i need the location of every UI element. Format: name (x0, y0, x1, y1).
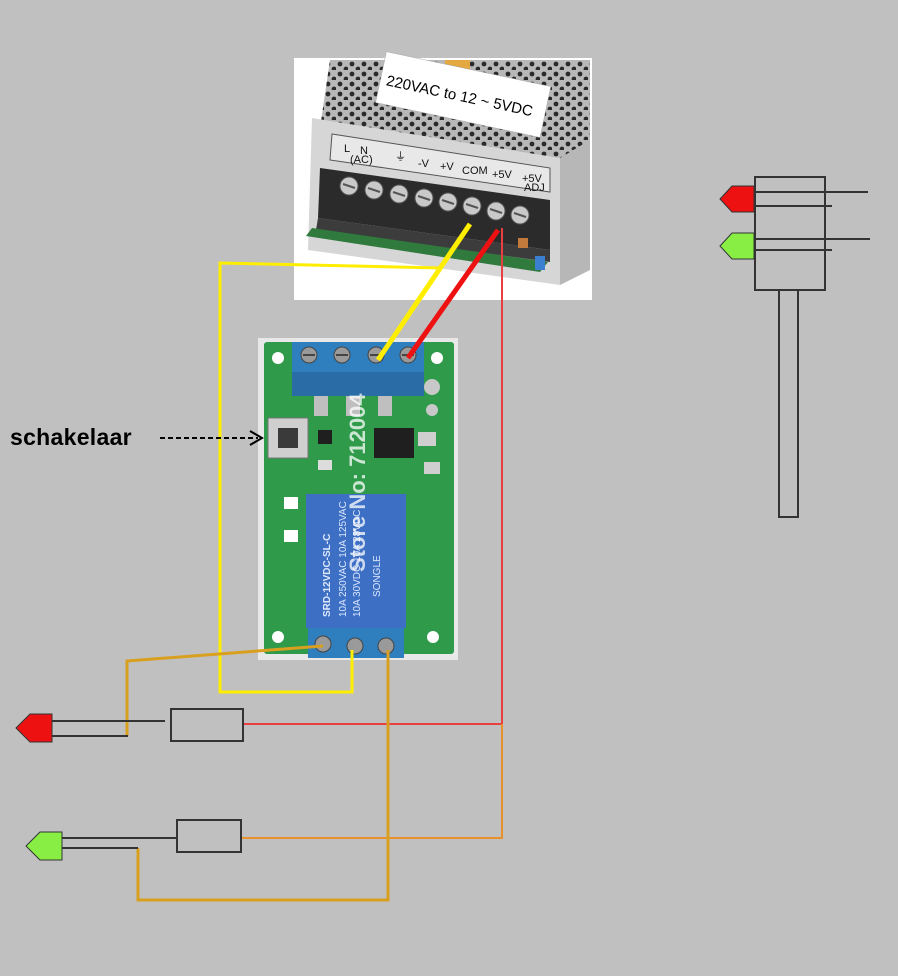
push-button-switch (267, 417, 309, 459)
relay-rating-1: 10A 250VAC 10A 125VAC (338, 501, 349, 617)
relay-rating-2: 10A 30VDC 10A 28VDC (352, 510, 363, 617)
power-supply: L N (AC) ⏚ -V +V COM +5V +5V ADJ (294, 51, 592, 300)
wire-orange-to-green-resistor (242, 724, 503, 839)
signal-head (754, 176, 826, 291)
relay-brand: SONGLE (372, 555, 383, 597)
red-resistor (170, 708, 244, 742)
psu-terminal-adj: ADJ (524, 182, 545, 194)
psu-terminal-plus-5v: +5V (492, 169, 513, 181)
psu-terminal-ac: (AC) (350, 154, 373, 166)
green-resistor (176, 819, 242, 853)
relay-model: SRD-12VDC-SL-C (322, 534, 333, 617)
psu-terminal-L: L (344, 143, 350, 155)
store-text: Store No: 712004 (345, 393, 370, 572)
red-led-circuit (15, 708, 244, 743)
relay-output-terminal (308, 628, 404, 658)
psu-label: 220VAC to 12 ~ 5VDC (375, 51, 552, 138)
switch-label: schakelaar (10, 424, 132, 450)
relay-module: SRD-12VDC-SL-C 10A 250VAC 10A 125VAC 10A… (258, 338, 458, 660)
wire-gold-to-green-led (136, 650, 390, 902)
psu-terminal-com: COM (462, 165, 488, 177)
green-led-circuit (25, 819, 242, 861)
store-watermark: Store No: 712004 (345, 393, 370, 572)
signal-mast (719, 176, 870, 518)
signal-red-led (719, 185, 755, 213)
psu-terminal-ground: ⏚ (395, 150, 406, 163)
red-led (15, 713, 53, 743)
psu-terminal-plus-v: +V (440, 161, 454, 173)
relay-body: SRD-12VDC-SL-C 10A 250VAC 10A 125VAC 10A… (306, 494, 406, 628)
signal-green-led (719, 232, 755, 260)
psu-terminal-N: N (360, 145, 368, 157)
signal-pole (778, 289, 799, 518)
wires (125, 222, 503, 902)
wire-red-psu-to-relay (405, 228, 501, 360)
wire-yellow-psu-to-relay (375, 222, 473, 362)
switch-arrow (160, 430, 264, 446)
psu-terminal-labels: L N (AC) ⏚ -V +V COM +5V +5V ADJ (344, 143, 545, 194)
green-led (25, 831, 63, 861)
psu-terminal-minus-v: -V (418, 158, 430, 170)
psu-terminal-plus-5v-adj: +5V (522, 173, 543, 185)
wire-gold-to-red-led (125, 644, 324, 736)
wire-yellow-loop (218, 261, 441, 694)
